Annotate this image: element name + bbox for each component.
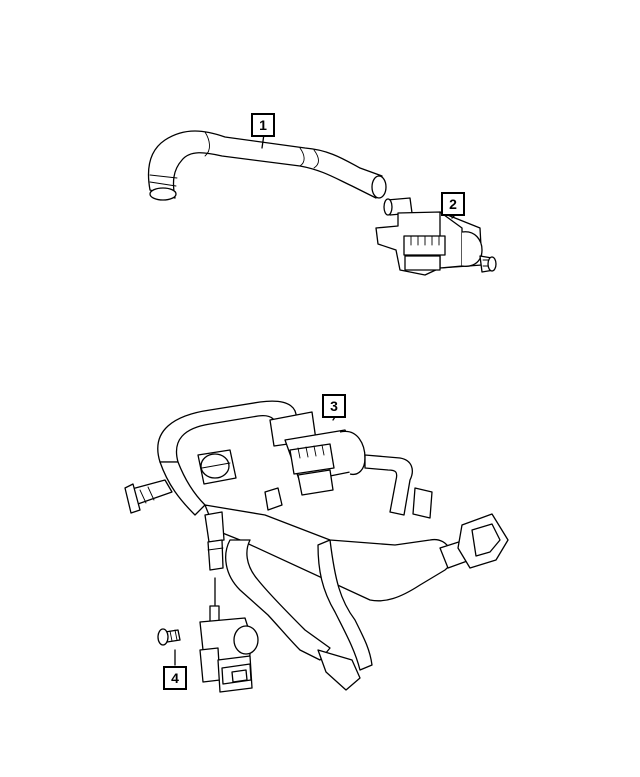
hose-part-1 xyxy=(147,130,387,201)
callout-4: 4 xyxy=(163,666,187,690)
callout-1: 1 xyxy=(251,113,275,137)
callout-3: 3 xyxy=(322,394,346,418)
callout-2: 2 xyxy=(441,192,465,216)
solenoid-part-4 xyxy=(157,605,259,693)
hose-assembly-part-3 xyxy=(124,400,509,691)
purge-valve-part-2 xyxy=(375,197,497,276)
